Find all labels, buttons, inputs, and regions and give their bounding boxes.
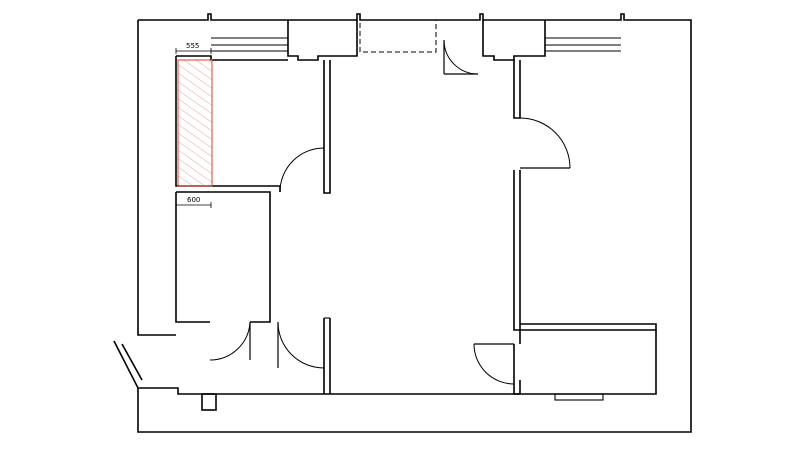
door-arc-upper [279,147,325,193]
door-arc-entry [443,39,479,75]
dimension-label-mid: 600 [187,196,200,204]
room-right-bottom-wall [520,323,657,331]
partition-right [513,60,521,119]
partition-center-left-lower [323,318,331,394]
bottom-window-right [554,393,604,401]
door-arc-right [519,117,571,169]
window-pier-2 [482,20,546,61]
door-arc-lower-right [473,343,515,385]
door-arc-bath [209,321,251,361]
room-lower-right [513,330,657,395]
dimension-top: 555 [175,42,212,54]
highlighted-zone-border [177,59,213,187]
outer-wall [137,13,692,433]
partition-center-left [323,60,331,194]
entry-diagonal [113,340,139,389]
bottom-stub [201,393,217,411]
window-right-a [545,37,621,52]
dimension-label-top: 555 [186,42,199,50]
dashed-opening [359,19,437,53]
window-left [211,37,288,52]
door-arc-corridor [277,321,325,369]
dimension-mid: 600 [175,196,212,208]
entry-diagonal-2 [121,343,143,381]
highlighted-zone [178,60,212,186]
window-pier-1 [287,20,358,61]
room-lower-left-walls [175,191,271,323]
outer-wall-left [137,20,176,336]
partition-right-lower [513,170,521,331]
